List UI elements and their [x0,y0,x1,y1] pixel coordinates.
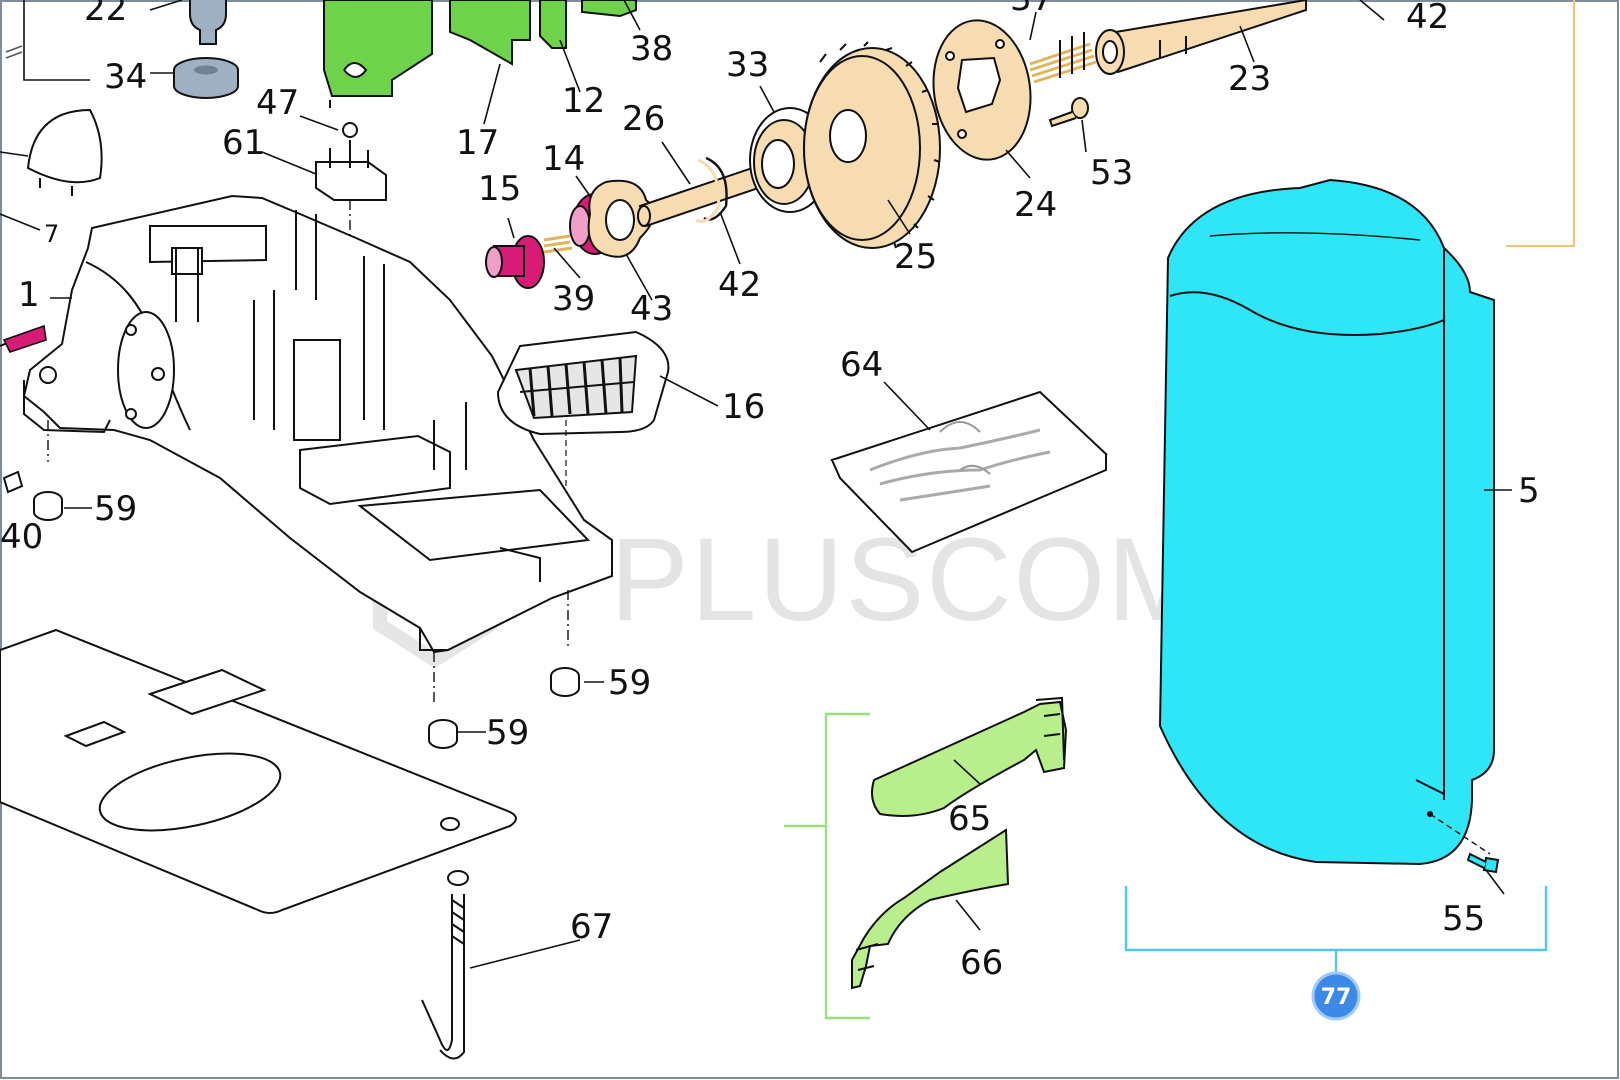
leader-lines [0,0,1512,969]
part-65-lever [871,696,1068,817]
part-67-hook-bolt [421,870,469,1060]
label-22: 22 [84,0,127,29]
label-55: 55 [1442,899,1485,939]
part-34-washer [173,0,239,99]
part-42-clip [695,156,728,223]
label-16: 16 [722,387,765,427]
part-37-spring [1029,32,1097,84]
label-39: 39 [552,279,595,319]
kit-badge-77: 77 [1311,971,1361,1021]
label-47: 47 [256,83,299,123]
label-53: 53 [1090,153,1133,193]
label-42-lower: 42 [718,265,761,305]
part-17-green-bracket [323,0,531,108]
label-59-bottom: 59 [486,713,529,753]
part-15-pink-pinion [485,235,545,289]
label-38: 38 [630,29,673,69]
part-38-green [581,0,637,18]
part-59-nut-right [550,667,580,697]
label-5: 5 [1518,471,1540,511]
part-53-screw [1048,97,1089,128]
part-39-spring [543,234,573,254]
label-66: 66 [960,943,1003,983]
part-64-manual [830,390,1108,554]
label-33: 33 [726,45,769,85]
part-40-screw [0,324,47,494]
part-23-shaft [1095,0,1307,75]
label-1: 1 [18,275,40,315]
part-61-terminal [315,122,387,240]
label-43: 43 [630,289,673,329]
kit-badge-label: 77 [1321,985,1352,1010]
bracket-34 [23,0,90,81]
part-24-plate [932,19,1032,161]
label-17: 17 [456,123,499,163]
label-34: 34 [104,57,147,97]
part-59-nut-left [33,491,63,521]
part-7-knob [0,108,103,196]
label-64: 64 [840,345,883,385]
part-59-nut-bottom [428,719,458,749]
label-40: 40 [0,517,43,557]
bracket-orange [1506,0,1575,247]
label-67: 67 [570,907,613,947]
label-12: 12 [562,81,605,121]
label-14: 14 [542,139,585,179]
part-25-gear [803,41,941,249]
part-12-green [539,0,567,49]
part-1-housing [22,194,613,704]
part-5-cover [1158,178,1495,866]
part-66-lever [851,828,1010,990]
label-59-right: 59 [608,663,651,703]
label-61: 61 [222,123,265,163]
label-7: 7 [44,220,59,248]
label-24: 24 [1014,185,1057,225]
label-42-upper: 42 [1406,0,1449,37]
bracket-kit-65-66 [784,712,870,1020]
label-26: 26 [622,99,665,139]
label-25: 25 [894,237,937,277]
callout-labels: 22 34 47 61 7 1 40 59 59 59 17 12 38 33 … [0,0,1540,983]
part-base-plate [0,628,517,914]
label-15: 15 [478,169,521,209]
label-37: 37 [1010,0,1053,19]
hatch-mark [5,45,23,59]
label-65: 65 [948,799,991,839]
part-16-filter [496,330,670,486]
label-59-left: 59 [94,489,137,529]
label-23: 23 [1228,59,1271,99]
part-55-screw [1429,813,1500,874]
